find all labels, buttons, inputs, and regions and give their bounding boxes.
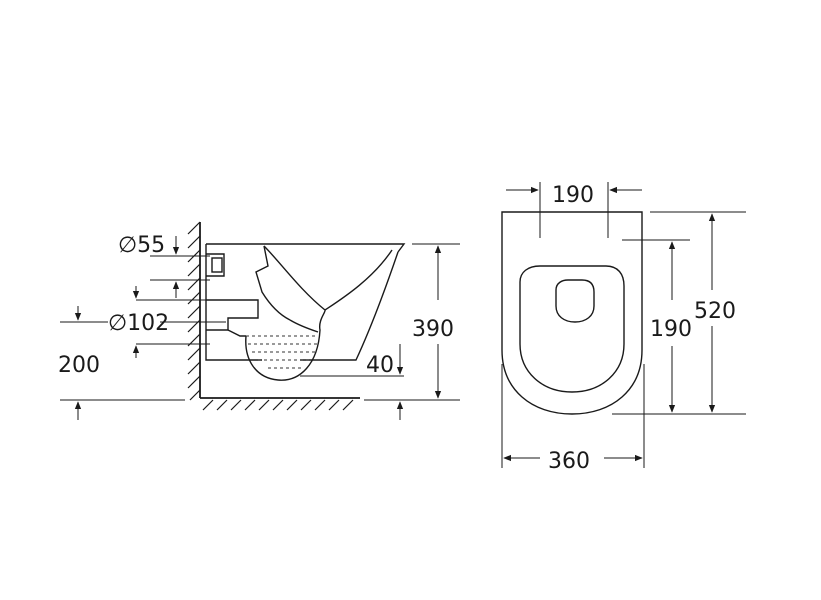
dim-height-390: 390 [412, 243, 460, 399]
dim-label-dia102: ∅102 [108, 311, 169, 336]
dim-label-190-right: 190 [650, 317, 692, 342]
side-view: ∅55 ∅102 200 40 [58, 221, 460, 420]
toilet-seat-opening [519, 265, 625, 393]
toilet-top-outline [501, 211, 643, 415]
dim-label-520: 520 [694, 299, 736, 324]
dim-diameter-102: ∅102 [108, 286, 226, 358]
toilet-inner-hole [555, 279, 595, 323]
dim-diameter-55: ∅55 [118, 233, 210, 298]
floor [200, 397, 360, 411]
dim-width-360: 360 [501, 364, 645, 474]
dim-width-190-top: 190 [506, 182, 642, 238]
dim-label-360: 360 [548, 449, 590, 474]
dim-label-190-top: 190 [552, 183, 594, 208]
dim-label-dia55: ∅55 [118, 233, 165, 258]
dim-height-200: 200 [58, 306, 185, 420]
dim-label-390: 390 [412, 317, 454, 342]
wall [187, 221, 201, 401]
dim-label-200: 200 [58, 353, 100, 378]
dim-height-190-right: 190 [622, 239, 692, 413]
top-view: 190 190 520 360 [501, 182, 746, 474]
dim-label-40: 40 [366, 353, 394, 378]
dim-length-520: 520 [612, 211, 746, 415]
toilet-side-profile [205, 243, 406, 381]
dim-40: 40 [300, 344, 460, 420]
